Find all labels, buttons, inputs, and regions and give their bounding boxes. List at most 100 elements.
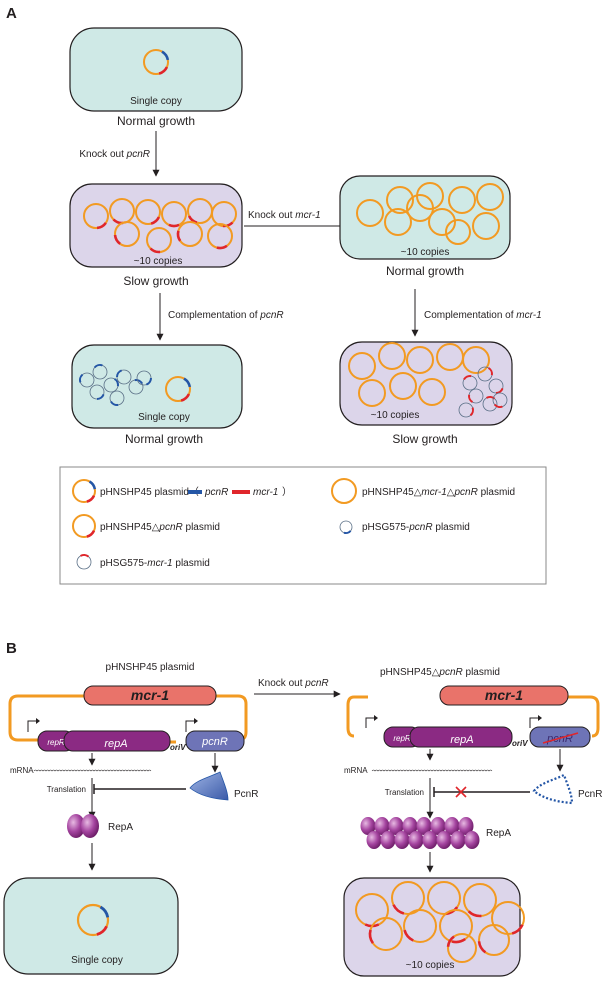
left-repression-inhibitor xyxy=(93,784,186,794)
right-oriv-label: oriV xyxy=(512,739,528,748)
mcr1-segment xyxy=(216,244,228,250)
plasmid-ring xyxy=(462,346,490,374)
left-pcnr-promoter-icon xyxy=(185,720,196,732)
mcr1-segment xyxy=(187,215,198,224)
cell-top: Single copy xyxy=(69,27,243,112)
right-repr-promoter-icon xyxy=(365,717,376,728)
right-repr-promoter-arrowhead-icon xyxy=(374,715,378,721)
mcr1-segment xyxy=(493,403,503,408)
right-plasmid-title: pHNSHP45△pcnR plasmid xyxy=(380,667,500,678)
pcnr-segment xyxy=(145,377,152,386)
left-repa-subunit-1 xyxy=(67,814,85,838)
bottom-right-growth-label: Slow growth xyxy=(392,432,457,446)
left-repr-promoter-arrowhead-icon xyxy=(36,718,40,724)
mcr1-segment xyxy=(446,935,455,948)
legend-pcnr-swatch xyxy=(188,490,202,494)
pcnr-segment xyxy=(79,373,84,383)
plasmid-ring xyxy=(445,219,471,245)
legend-double-knockout-icon xyxy=(331,478,357,504)
left-repa-protein-label: RepA xyxy=(108,822,133,833)
repa-subunit xyxy=(408,831,424,849)
plasmid-ring xyxy=(386,186,414,214)
repa-subunit xyxy=(444,817,460,835)
plasmid-cluster-complement-pcnr xyxy=(79,364,192,406)
pcnr-segment xyxy=(113,378,119,387)
cell-mid-left-body xyxy=(69,183,243,268)
top-growth-label: Normal growth xyxy=(117,114,195,128)
left-pcnr-protein-label: PcnR xyxy=(234,789,258,800)
legend-phsg575-mcr1-icon xyxy=(76,554,92,570)
mcr1-segment xyxy=(451,937,466,944)
cell-bottom-right-caption: ~10 copies xyxy=(371,410,420,421)
mcr1-segment xyxy=(368,929,375,944)
arrow-complement-mcr1-label: Complementation of mcr-1 xyxy=(424,310,542,321)
mcr1-segment xyxy=(113,234,121,245)
right-mcr1-label: mcr-1 xyxy=(485,687,523,703)
repa-subunit xyxy=(458,817,474,835)
plasmid-ring xyxy=(384,208,412,236)
legend-item-double-knockout: pHNSHP45△mcr-1△pcnR plasmid xyxy=(362,487,515,498)
cell-bottom-left: Single copy xyxy=(71,344,243,429)
right-pcnr-deleted-strike xyxy=(542,732,579,744)
arrow-complement-pcnr-label: Complementation of pcnR xyxy=(168,310,284,321)
arrow-knockout-mcr1-label: Knock out mcr-1 xyxy=(248,210,321,221)
left-result-caption: Single copy xyxy=(71,955,123,966)
left-plasmid-title: pHNSHP45 plasmid xyxy=(106,662,195,673)
plasmid-ring xyxy=(428,208,456,236)
plasmid-ring xyxy=(358,379,386,407)
repa-subunit xyxy=(366,831,382,849)
repa-subunit xyxy=(416,817,432,835)
legend-mcr1-label: mcr-1 xyxy=(253,487,278,498)
mcr1-segment xyxy=(392,904,405,915)
mcr1-segment xyxy=(80,554,90,558)
cell-bottom-left-caption: Single copy xyxy=(138,412,190,423)
cell-mid-left-caption: ~10 copies xyxy=(134,256,183,267)
plasmid-ring xyxy=(476,183,504,211)
arrow-knockout-pcnr-label: Knock out pcnR xyxy=(79,149,150,160)
left-pcnr-box xyxy=(185,730,245,752)
left-plasmid-map: pHNSHP45 plasmid mcr-1 repR repA oriV pc… xyxy=(3,662,258,975)
right-repression-inhibitor xyxy=(433,787,530,797)
left-repa-subunit-2 xyxy=(81,814,99,838)
plasmid-ring xyxy=(143,49,169,75)
mcr1-segment xyxy=(180,393,191,402)
plasmid-ring xyxy=(83,203,109,229)
mcr1-segment xyxy=(467,910,482,918)
left-pcnr-promoter-arrowhead-icon xyxy=(194,718,198,724)
legend-item-phsg575-mcr1: pHSG575-mcr-1 plasmid xyxy=(100,558,210,569)
legend-close-paren: ） xyxy=(282,486,292,498)
right-repa-box xyxy=(409,726,513,748)
right-pcnr-promoter-arrowhead-icon xyxy=(538,715,542,721)
mcr1-segment xyxy=(511,924,524,935)
panel-b-label: B xyxy=(6,640,17,657)
left-result-plasmid-icon xyxy=(76,903,110,937)
plasmid-ring xyxy=(447,933,477,963)
pcnr-segment xyxy=(110,400,119,406)
pcnr-segment xyxy=(88,480,97,490)
mcr1-segment xyxy=(403,929,414,942)
plasmid-ring xyxy=(165,376,191,402)
right-mrna-wave xyxy=(371,769,493,772)
left-result-cell xyxy=(3,877,179,975)
right-mcr1-box xyxy=(439,685,569,706)
pcnr-segment xyxy=(134,379,143,385)
right-pcnr-promoter-icon xyxy=(529,717,540,728)
right-translation-label: Translation xyxy=(385,788,424,797)
left-mcr1-label: mcr-1 xyxy=(131,687,169,703)
mid-right-growth-label: Normal growth xyxy=(386,264,464,278)
right-pcnr-protein-label: PcnR xyxy=(578,789,602,800)
legend-item-phsg575-pcnr: pHSG575-pcnR plasmid xyxy=(362,522,470,533)
mcr1-segment xyxy=(495,387,504,394)
bottom-left-growth-label: Normal growth xyxy=(125,432,203,446)
cell-bottom-right-body xyxy=(339,341,513,426)
right-mrna-label: mRNA xyxy=(344,766,368,775)
plasmid-ring xyxy=(72,479,96,503)
plasmid-ring xyxy=(356,199,384,227)
legend-phsg575-pcnr-icon xyxy=(339,520,353,534)
mcr1-segment xyxy=(468,394,474,403)
mcr1-segment xyxy=(96,925,108,936)
mcr1-segment xyxy=(168,223,180,228)
right-result-caption: ~10 copies xyxy=(406,960,455,971)
mcr1-segment xyxy=(477,941,487,954)
